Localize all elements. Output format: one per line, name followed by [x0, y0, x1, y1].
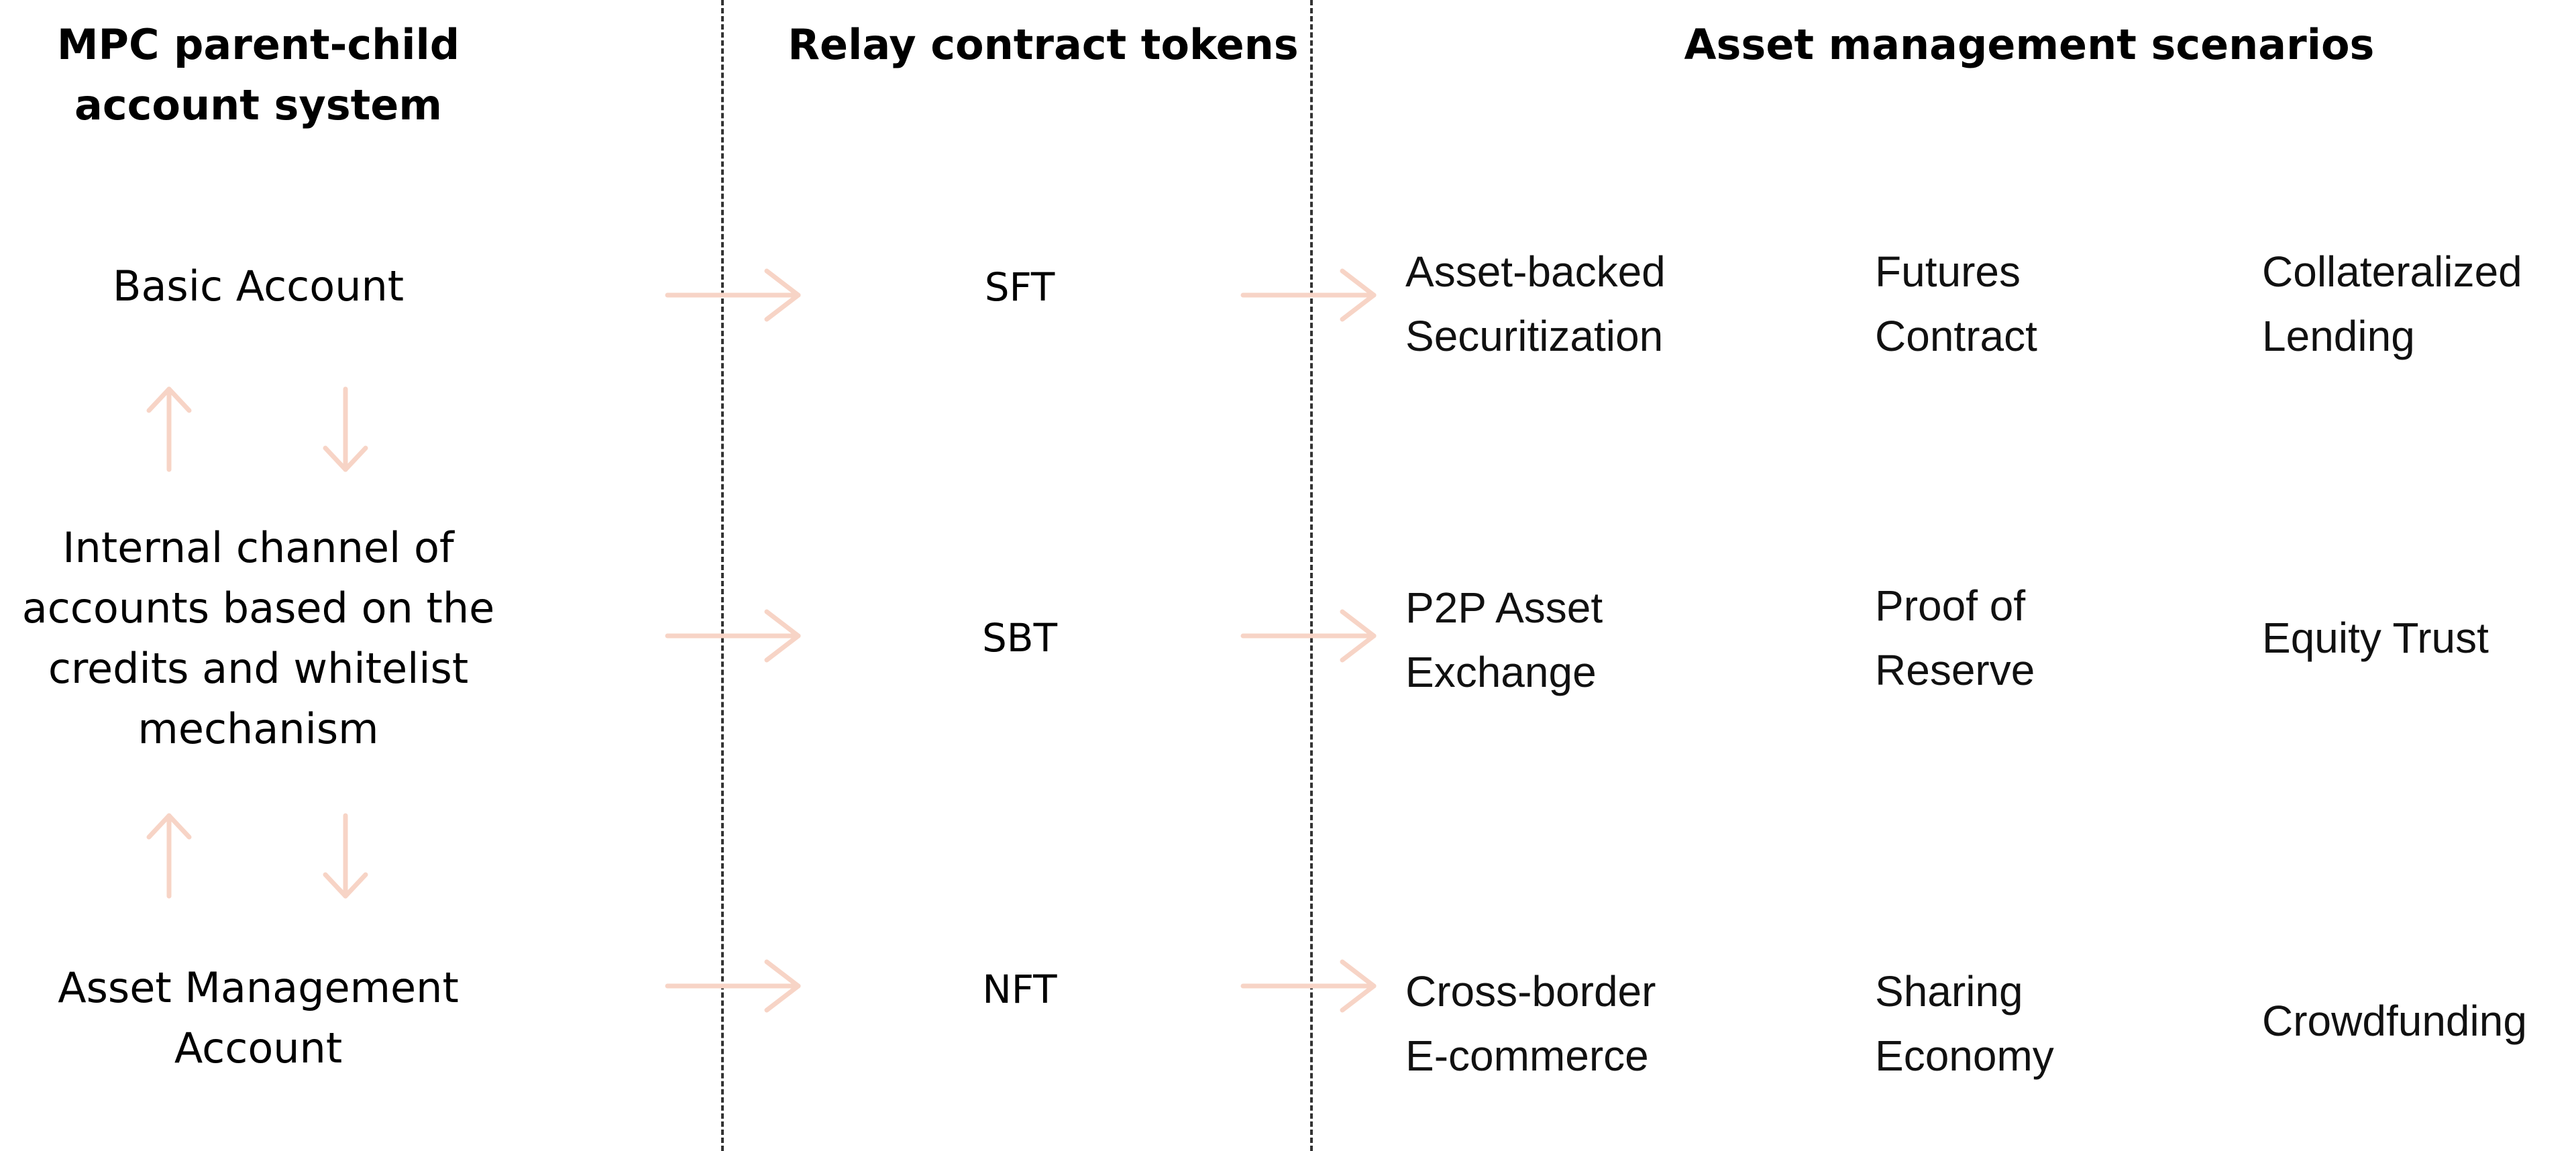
- column-divider-left: [721, 0, 724, 1151]
- scenario-proof-of-reserve: Proof of Reserve: [1875, 582, 2035, 694]
- arrow-right-icon: [665, 268, 801, 322]
- arrow-right-icon: [1240, 959, 1377, 1013]
- token-sbt: SBT: [981, 615, 1058, 661]
- arrow-group: [146, 268, 1377, 1013]
- scenario-crowdfunding: Crowdfunding: [2262, 997, 2527, 1045]
- column-divider-right: [1310, 0, 1313, 1151]
- scenario-p2p-asset-exchange: P2P Asset Exchange: [1405, 584, 1603, 696]
- token-nft: NFT: [982, 967, 1057, 1012]
- scenario-equity-trust: Equity Trust: [2262, 614, 2489, 662]
- arrow-down-icon: [323, 813, 368, 899]
- scenario-cross-border-e-commerce: Cross-border E-commerce: [1405, 967, 1656, 1080]
- header-asset-scenarios: Asset management scenarios: [1684, 20, 2375, 69]
- header-account-system: MPC parent-child account system: [56, 20, 460, 129]
- internal-channel-label: Internal channel of accounts based on th…: [21, 523, 495, 753]
- arrow-right-icon: [1240, 609, 1377, 663]
- basic-account-label: Basic Account: [112, 262, 405, 311]
- scenario-asset-backed-securitization: Asset-backed Securitization: [1405, 248, 1666, 360]
- arrow-right-icon: [665, 959, 801, 1013]
- arrow-up-icon: [146, 813, 192, 899]
- scenario-futures-contract: Futures Contract: [1875, 248, 2037, 360]
- header-relay-tokens: Relay contract tokens: [788, 20, 1299, 69]
- scenario-sharing-economy: Sharing Economy: [1875, 967, 2054, 1080]
- token-sft: SFT: [984, 264, 1055, 310]
- arrow-right-icon: [1240, 268, 1377, 322]
- arrow-down-icon: [323, 386, 368, 472]
- asset-management-account-label: Asset Management Account: [58, 963, 459, 1073]
- arrow-right-icon: [665, 609, 801, 663]
- scenario-collateralized-lending: Collateralized Lending: [2262, 248, 2522, 360]
- arrow-up-icon: [146, 386, 192, 472]
